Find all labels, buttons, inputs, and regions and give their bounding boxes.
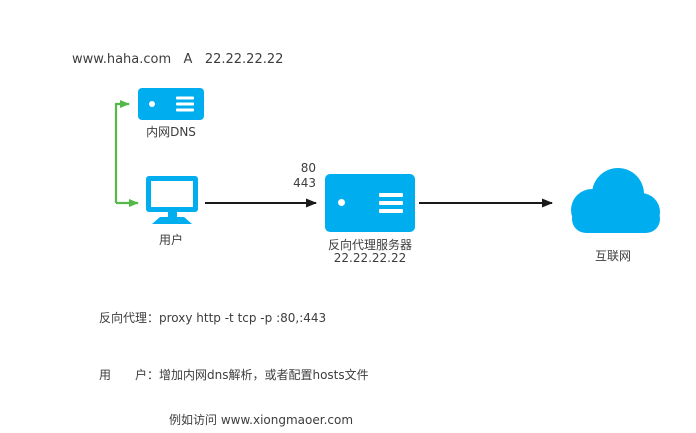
dns-server-icon bbox=[138, 88, 204, 120]
note-reverse-proxy: 反向代理：proxy http -t tcp -p :80,:443 bbox=[99, 311, 327, 325]
proxy-server-icon bbox=[325, 174, 415, 232]
monitor-base bbox=[152, 217, 192, 224]
internet-cloud-icon bbox=[571, 168, 660, 233]
dns-record-label: www.haha.com A 22.22.22.22 bbox=[72, 52, 284, 67]
monitor-screen bbox=[146, 176, 198, 212]
proxy-server-ip: 22.22.22.22 bbox=[333, 251, 407, 265]
note-example: 例如访问 www.xiongmaoer.com bbox=[169, 413, 354, 427]
note-user: 用 户：增加内网dns解析，或者配置hosts文件 bbox=[99, 368, 369, 382]
user-monitor-icon bbox=[146, 176, 198, 224]
server-led-dot bbox=[338, 199, 345, 206]
monitor-neck bbox=[167, 212, 177, 217]
user-label: 用户 bbox=[158, 233, 183, 247]
port-http: 80 bbox=[300, 161, 316, 175]
proxy-ports: 80 443 bbox=[282, 161, 316, 191]
server-vent-lines bbox=[176, 96, 194, 112]
server-led-dot bbox=[149, 101, 155, 107]
user-to-dns-arrow bbox=[114, 100, 130, 203]
proxy-server-label: 反向代理服务器 bbox=[327, 238, 412, 252]
port-https: 443 bbox=[293, 176, 316, 190]
server-vent-lines bbox=[379, 193, 403, 213]
dns-server-label: 内网DNS bbox=[146, 125, 196, 139]
notes-block: 反向代理：proxy http -t tcp -p :80,:443 用 户：增… bbox=[99, 281, 696, 433]
internet-label: 互联网 bbox=[594, 249, 631, 263]
